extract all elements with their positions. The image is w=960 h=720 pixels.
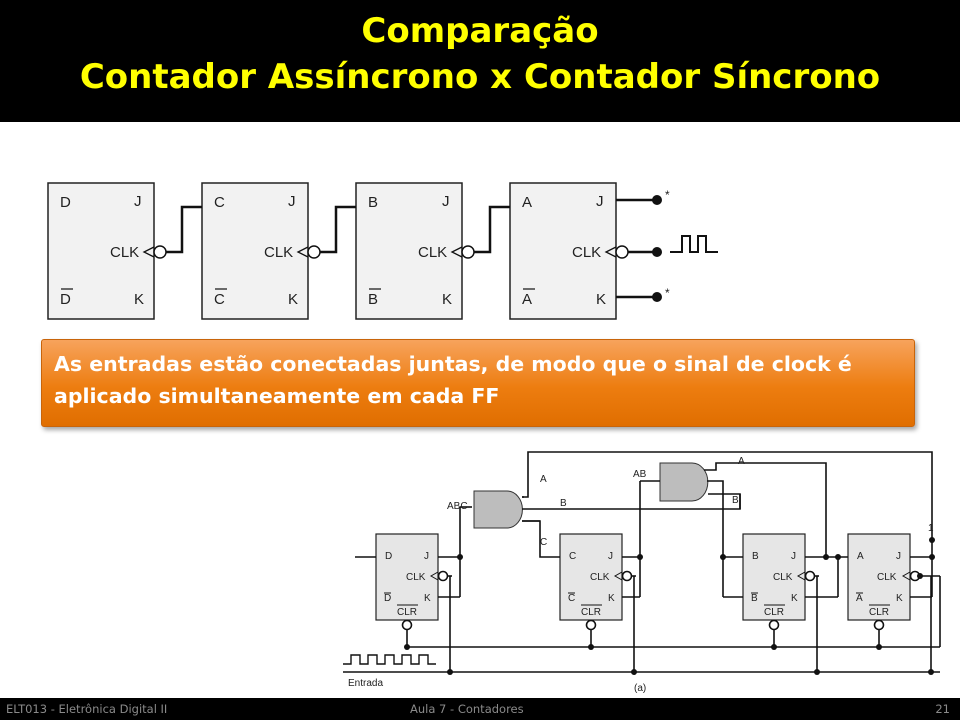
footer-page-number: 21 [935, 702, 950, 716]
bottom-ff-d-q: D [385, 551, 392, 562]
title-bar: Comparação Contador Assíncrono x Contado… [0, 0, 960, 122]
wire-label-a1: A [540, 474, 547, 485]
bottom-ff-d-clk: CLK [406, 572, 426, 583]
one-label: 1 [928, 523, 934, 534]
bottom-ff-c-q: C [569, 551, 576, 562]
bottom-ff-c-clr: CLR [581, 607, 601, 618]
top-diagram [47, 182, 718, 320]
bottom-ff-a-qbar: A [856, 593, 863, 604]
bottom-ff-d-j: J [424, 551, 429, 562]
top-ff-c-clk: CLK [264, 244, 293, 261]
footer-course: ELT013 - Eletrônica Digital II [6, 702, 168, 716]
top-ff-a-j: J [596, 193, 604, 210]
bottom-ff-d-k: K [424, 593, 431, 604]
bottom-ff-b-clk: CLK [773, 572, 793, 583]
entrada-label: Entrada [348, 678, 383, 689]
top-ff-a-clk: CLK [572, 244, 601, 261]
top-ff-a [509, 182, 617, 320]
bottom-ff-a-q: A [857, 551, 864, 562]
bottom-ff-b-j: J [791, 551, 796, 562]
top-ff-b-j: J [442, 193, 450, 210]
bottom-ff-c-clk: CLK [590, 572, 610, 583]
top-ff-b [355, 182, 463, 320]
top-ff-d-qbar: D [60, 291, 71, 308]
bottom-ff-a-j: J [896, 551, 901, 562]
bottom-ff-b-clr: CLR [764, 607, 784, 618]
wire-label-a2: A [738, 456, 745, 467]
top-ff-c-j: J [288, 193, 296, 210]
bottom-ff-b-qbar: B [751, 593, 758, 604]
gate-abc-label: ABC [447, 501, 468, 512]
top-ff-d-q: D [60, 194, 71, 211]
top-ff-b-k: K [442, 291, 452, 308]
bottom-ff-b [742, 533, 806, 621]
top-ff-a-k: K [596, 291, 606, 308]
top-ff-c-qbar: C [214, 291, 225, 308]
top-star-k: * [665, 286, 670, 300]
top-ff-d-j: J [134, 193, 142, 210]
slide-title-line-1: Comparação [361, 11, 599, 51]
bottom-junctions [404, 537, 935, 675]
bottom-ff-d-qbar: D [384, 593, 391, 604]
bottom-ff-a-k: K [896, 593, 903, 604]
top-ff-c-k: K [288, 291, 298, 308]
bottom-ff-c-qbar: C [568, 593, 575, 604]
wire-label-b1: B [560, 498, 567, 509]
top-ff-b-qbar: B [368, 291, 378, 308]
bottom-ff-a-clr: CLR [869, 607, 889, 618]
top-ff-d-clk: CLK [110, 244, 139, 261]
top-ff-b-clk: CLK [418, 244, 447, 261]
top-ff-c-q: C [214, 194, 225, 211]
gate-ab-label: AB [633, 469, 647, 480]
bottom-ff-c-j: J [608, 551, 613, 562]
callout-text: As entradas estão conectadas juntas, de … [54, 352, 852, 408]
slide-title-line-2: Contador Assíncrono x Contador Síncrono [79, 57, 881, 97]
top-ff-b-q: B [368, 194, 378, 211]
callout-box: As entradas estão conectadas juntas, de … [41, 339, 915, 427]
bottom-diagram-labels: D J CLK D K CLR C J CLK C K CLR B J CLK … [348, 456, 934, 694]
top-ff-a-q: A [522, 194, 532, 211]
footer: ELT013 - Eletrônica Digital II Aula 7 - … [0, 698, 960, 720]
wire-label-b2: B [732, 495, 739, 506]
bottom-ff-d-clr: CLR [397, 607, 417, 618]
bottom-diagram [343, 451, 941, 673]
bottom-ff-b-k: K [791, 593, 798, 604]
top-ff-d-k: K [134, 291, 144, 308]
top-star-j: * [665, 188, 670, 202]
top-diagram-labels: D J CLK D K C J CLK C K B J CLK B K A J … [60, 188, 670, 308]
wire-label-c1: C [540, 537, 547, 548]
top-ff-c [201, 182, 309, 320]
footer-lesson: Aula 7 - Contadores [410, 702, 524, 716]
bottom-ff-c-k: K [608, 593, 615, 604]
figure-caption: (a) [634, 683, 646, 694]
bottom-ff-b-q: B [752, 551, 759, 562]
bottom-ff-c [559, 533, 623, 621]
bottom-ff-a-clk: CLK [877, 572, 897, 583]
top-ff-a-qbar: A [522, 291, 532, 308]
